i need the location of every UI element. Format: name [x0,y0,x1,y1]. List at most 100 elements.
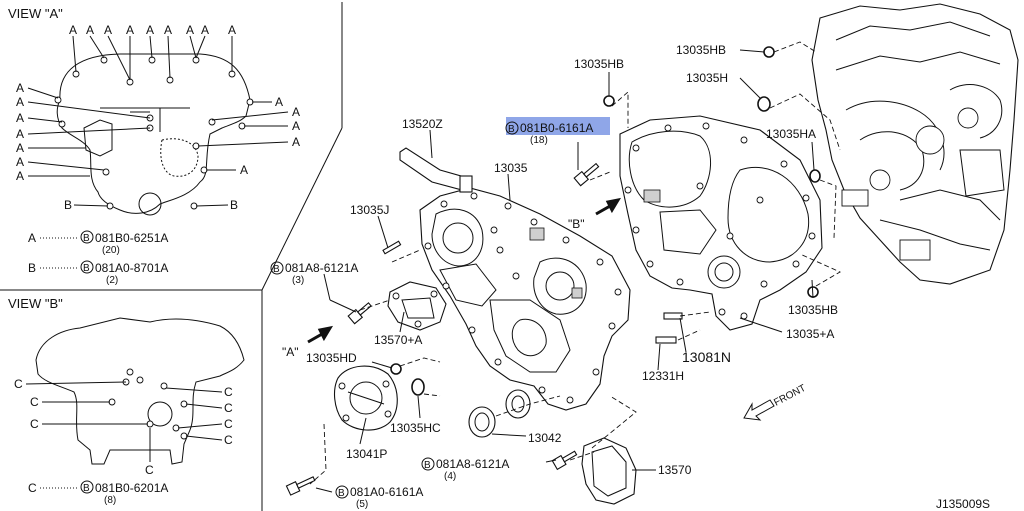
marker-c: C [224,417,233,431]
marker-a: A [164,23,172,37]
marker-c: C [145,463,154,477]
callout-bolt-081A0-6161A: B 081A0-6161A (5) [335,485,423,510]
view-a-outline [56,53,251,214]
callout-13035HA: 13035HA [766,127,816,141]
view-b-arrow [595,197,622,216]
view-a-panel: VIEW "A" [8,6,300,286]
marker-a: A [240,163,248,177]
bolt-081B0-6161A [573,162,600,187]
front-arrow [743,399,775,421]
gasket-13570-plus-a [387,281,447,331]
view-a-leaders [27,35,289,207]
cover-13041P [333,365,398,431]
oil-seal-13042 [468,389,531,438]
marker-a: A [228,23,236,37]
o-ring-13035H [757,96,771,112]
callout-13035H: 13035H [686,71,728,85]
marker-b: B [230,198,238,212]
bolt-081A8-6121A-upper [347,302,372,325]
marker-c: C [224,401,233,415]
engine-block-illustration [811,3,1019,285]
callout-13570: 13570 [658,463,692,477]
marker-a: A [126,23,134,37]
callout-leaders [315,49,815,493]
marker-a: A [16,95,24,109]
marker-a: A [16,169,24,183]
legend-part: 081B0-6201A [95,481,168,495]
marker-a: A [16,111,24,125]
marker-c: C [14,377,23,391]
callout-13035HB-top: 13035HB [574,57,624,71]
legend-part: 081B0-6251A [95,231,168,245]
marker-a: A [16,155,24,169]
marker-b: B [64,198,72,212]
view-arrows [307,197,775,421]
callout-part-081A0-6161A: 081A0-6161A [350,485,423,499]
legend-letter: B [28,261,36,275]
callout-13035HB-lower: 13035HB [788,303,838,317]
callout-13042: 13042 [528,431,562,445]
callout-qty: (3) [292,275,304,286]
o-ring-13035HB-top [603,95,615,107]
marker-a: A [292,105,300,119]
front-label: FRONT [772,383,808,409]
marker-a: A [146,23,154,37]
marker-c: C [224,385,233,399]
marker-a: A [16,81,24,95]
bolts [285,162,683,496]
view-a-marker-label: "A" [282,345,299,359]
assembly-lines [309,41,841,485]
gasket-13570 [581,437,637,505]
marker-a: A [104,23,112,37]
marker-a: A [16,127,24,141]
marker-a: A [292,119,300,133]
view-b-marker-label: "B" [568,217,585,231]
view-b-bolt-holes [108,368,188,440]
view-b-legend: C B 081B0-6201A (8) [28,480,168,506]
o-ring-13035HA [809,169,821,183]
legend-qty: (20) [102,245,120,256]
callout-part-081B0-6161A: 081B0-6161A [520,121,593,135]
bolt-symbol: B [338,488,345,499]
callout-bolt-081B0-6161A-highlighted: B 081B0-6161A (18) [505,117,610,146]
view-a-legend: A B 081B0-6251A (20) B B 081A0-8701A (2) [28,230,168,286]
callout-part-081A8-6121A: 081A8-6121A [436,457,509,471]
bolt-symbol: B [83,483,90,494]
legend-qty: (8) [104,495,116,506]
callout-qty: (5) [356,499,368,510]
callout-13035HB-right: 13035HB [676,43,726,57]
marker-c: C [30,395,39,409]
legend-qty: (2) [106,275,118,286]
callout-13041P: 13041P [346,447,387,461]
legend-part: 081A0-8701A [95,261,168,275]
marker-a: A [275,95,283,109]
view-b-title: VIEW "B" [8,296,63,311]
callout-part-081A8-6121A: 081A8-6121A [285,261,358,275]
o-ring-13035HC [411,378,425,396]
bolt-symbol: B [508,124,515,135]
o-ring-13035HD [390,363,402,375]
callout-qty: (18) [530,135,548,146]
bolt-symbol: B [83,263,90,274]
callout-qty: (4) [444,471,456,482]
dowel-12331H [655,336,677,344]
callout-13081N: 13081N [682,349,731,365]
view-b-panel: VIEW "B" C C C C [8,296,245,506]
marker-a: A [69,23,77,37]
callout-13035HC: 13035HC [390,421,441,435]
callout-highlight [506,117,610,135]
rear-timing-cover-13035 [619,115,823,331]
callout-13035: 13035 [494,161,528,175]
dowel-13081N [663,312,683,320]
callout-bolt-081A8-6121A-lower: B 081A8-6121A (4) [421,457,509,482]
marker-a: A [186,23,194,37]
stud-13035J [382,240,402,255]
marker-c: C [30,417,39,431]
bolt-081A0-6161A [285,476,316,496]
bolt-081A8-6121A-lower [551,450,578,471]
panel-borders [0,2,343,511]
diagram-id: J135009S [936,497,990,511]
view-b-leaders [25,381,223,462]
marker-a: A [16,141,24,155]
